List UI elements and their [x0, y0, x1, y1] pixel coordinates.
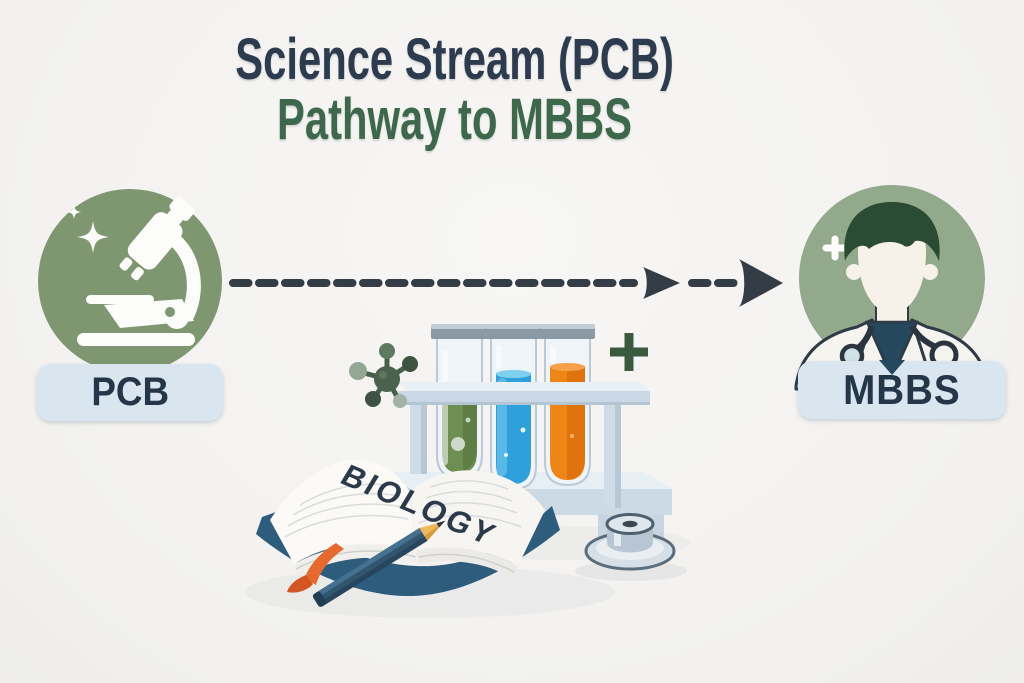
pcb-label-text: PCB — [91, 370, 169, 414]
pencil-facet-top — [316, 527, 423, 597]
sparkle-icon — [77, 221, 109, 253]
doctor-ear-left — [846, 264, 862, 280]
pcb-node — [38, 189, 222, 373]
doctor-ear-right — [922, 264, 938, 280]
doctor-hair — [844, 202, 940, 261]
liquid-surface — [496, 370, 531, 378]
ribbon-bookmark-icon — [287, 543, 344, 593]
speck — [504, 453, 508, 457]
sparkle-small-icon — [67, 205, 81, 219]
center-illustration — [245, 324, 690, 618]
molecule-atom — [393, 394, 407, 408]
mbbs-node — [794, 185, 990, 391]
molecule-atom — [365, 391, 381, 407]
microscope-stage — [104, 299, 194, 328]
arrow-head-mid — [643, 267, 680, 299]
steth-highlight — [614, 524, 621, 546]
speck — [520, 427, 526, 433]
bubble — [451, 437, 465, 451]
tube-rim — [539, 327, 595, 339]
speck — [570, 434, 574, 438]
microscope-arm — [159, 227, 201, 321]
microscope-barrel — [119, 196, 195, 281]
bar-edge — [398, 402, 650, 405]
pencil-butt — [312, 591, 327, 607]
book-page-left — [270, 459, 414, 564]
tube-rim-top — [485, 324, 541, 329]
glass-highlight — [442, 350, 448, 465]
microscope-icon — [67, 196, 201, 346]
tube-rim-top — [539, 324, 595, 329]
green-test-tube — [431, 324, 487, 480]
ribbon-tail — [287, 575, 313, 593]
page-lines — [284, 480, 522, 538]
glass-highlight — [496, 345, 502, 369]
plus-sign-icon — [610, 333, 648, 371]
molecule-icon — [349, 343, 418, 408]
glass-highlight — [550, 345, 556, 363]
bubble — [465, 417, 471, 423]
pencil-body — [316, 527, 428, 606]
molecule-atom — [349, 362, 367, 380]
doctor-shirt — [865, 320, 919, 382]
tube-rim-top — [431, 324, 487, 329]
molecule-atom — [379, 343, 395, 359]
title-line-2: Pathway to MBBS — [277, 87, 633, 152]
blue-test-tube — [485, 324, 541, 491]
doctor-shirt-notch — [879, 360, 905, 375]
microscope-base — [77, 333, 195, 346]
rack-leg-left-shade — [421, 402, 427, 474]
bar-front — [398, 391, 650, 404]
bar-top — [398, 382, 650, 391]
book-cover — [256, 506, 560, 597]
pencil-icon — [312, 520, 446, 607]
page-title: Science Stream (PCB) Pathway to MBBS — [0, 30, 910, 150]
pcb-label: PCB — [37, 364, 223, 421]
rack-leg-right-shade — [615, 402, 621, 508]
tube-rim — [485, 327, 541, 339]
open-book — [256, 459, 560, 597]
rack-top-bar — [398, 382, 650, 405]
white-plus-icon — [822, 235, 848, 261]
molecule-atom — [402, 356, 418, 372]
tube-rim — [431, 327, 487, 339]
arrow-head-end — [739, 259, 783, 307]
book-page-right — [410, 470, 545, 566]
steth-hole — [622, 520, 638, 528]
dashed-arrow — [229, 259, 783, 307]
title-line-1: Science Stream (PCB) — [235, 27, 675, 92]
stethoscope-icon — [584, 513, 676, 571]
pencil-lead — [436, 520, 446, 528]
microscope-stage-bar — [86, 295, 154, 304]
pencil-facet-bottom — [321, 536, 428, 606]
liquid-surface — [550, 363, 585, 371]
molecule-shine — [379, 371, 387, 379]
tube-liquid-shade — [463, 387, 477, 471]
microscope-stage-hole — [165, 307, 175, 317]
molecule-center — [374, 366, 400, 392]
ribbon-main — [305, 543, 344, 585]
